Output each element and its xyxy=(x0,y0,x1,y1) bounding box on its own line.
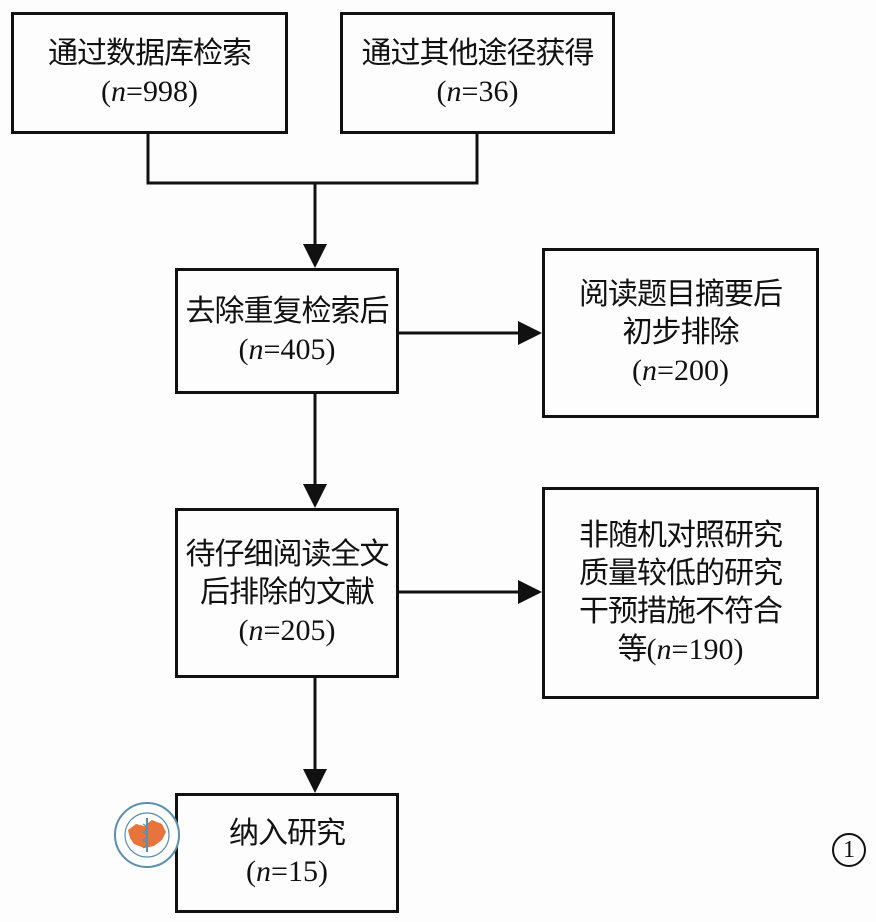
arrowhead-fulltext xyxy=(303,484,327,508)
node-excluded-fulltext: 非随机对照研究 质量较低的研究 干预措施不符合 等(n=190) xyxy=(542,487,819,699)
node-fulltext-review: 待仔细阅读全文 后排除的文献 (n=205) xyxy=(175,508,399,678)
node-db-search: 通过数据库检索 (n=998) xyxy=(11,12,288,134)
node-label: 干预措施不符合 xyxy=(579,594,783,629)
node-label: 待仔细阅读全文 xyxy=(185,537,390,572)
arrowhead-included xyxy=(303,769,327,793)
node-count: (n=200) xyxy=(632,354,729,387)
node-count: (n=15) xyxy=(246,855,328,888)
node-count: (n=998) xyxy=(101,75,198,108)
arrowhead-excluded-fulltext xyxy=(518,580,542,604)
node-label: 非随机对照研究 xyxy=(579,518,783,553)
node-other-sources: 通过其他途径获得 (n=36) xyxy=(340,12,615,134)
association-logo-icon xyxy=(114,802,180,868)
node-label: 去除重复检索后 xyxy=(185,294,390,329)
node-label: 通过数据库检索 xyxy=(48,36,252,71)
node-after-dedup: 去除重复检索后 (n=405) xyxy=(175,268,399,394)
figure-number-label: 1 xyxy=(832,833,866,867)
node-excluded-abstract: 阅读题目摘要后 初步排除 (n=200) xyxy=(542,248,819,418)
node-count: (n=405) xyxy=(238,333,336,366)
node-label: 后排除的文献 xyxy=(200,575,375,610)
node-label: 阅读题目摘要后 xyxy=(579,277,783,312)
node-count: (n=36) xyxy=(436,75,519,108)
node-count: 等(n=190) xyxy=(617,632,744,667)
arrowhead-excluded-abstract xyxy=(518,321,542,345)
arrowhead-dedup xyxy=(303,244,327,268)
node-label: 纳入研究 xyxy=(229,816,346,851)
node-included: 纳入研究 (n=15) xyxy=(175,793,399,913)
node-label: 质量较低的研究 xyxy=(579,556,783,591)
node-label: 通过其他途径获得 xyxy=(361,36,595,71)
node-count: (n=205) xyxy=(238,614,336,647)
edge-db-to-merge xyxy=(146,133,479,185)
node-label: 初步排除 xyxy=(622,315,740,350)
